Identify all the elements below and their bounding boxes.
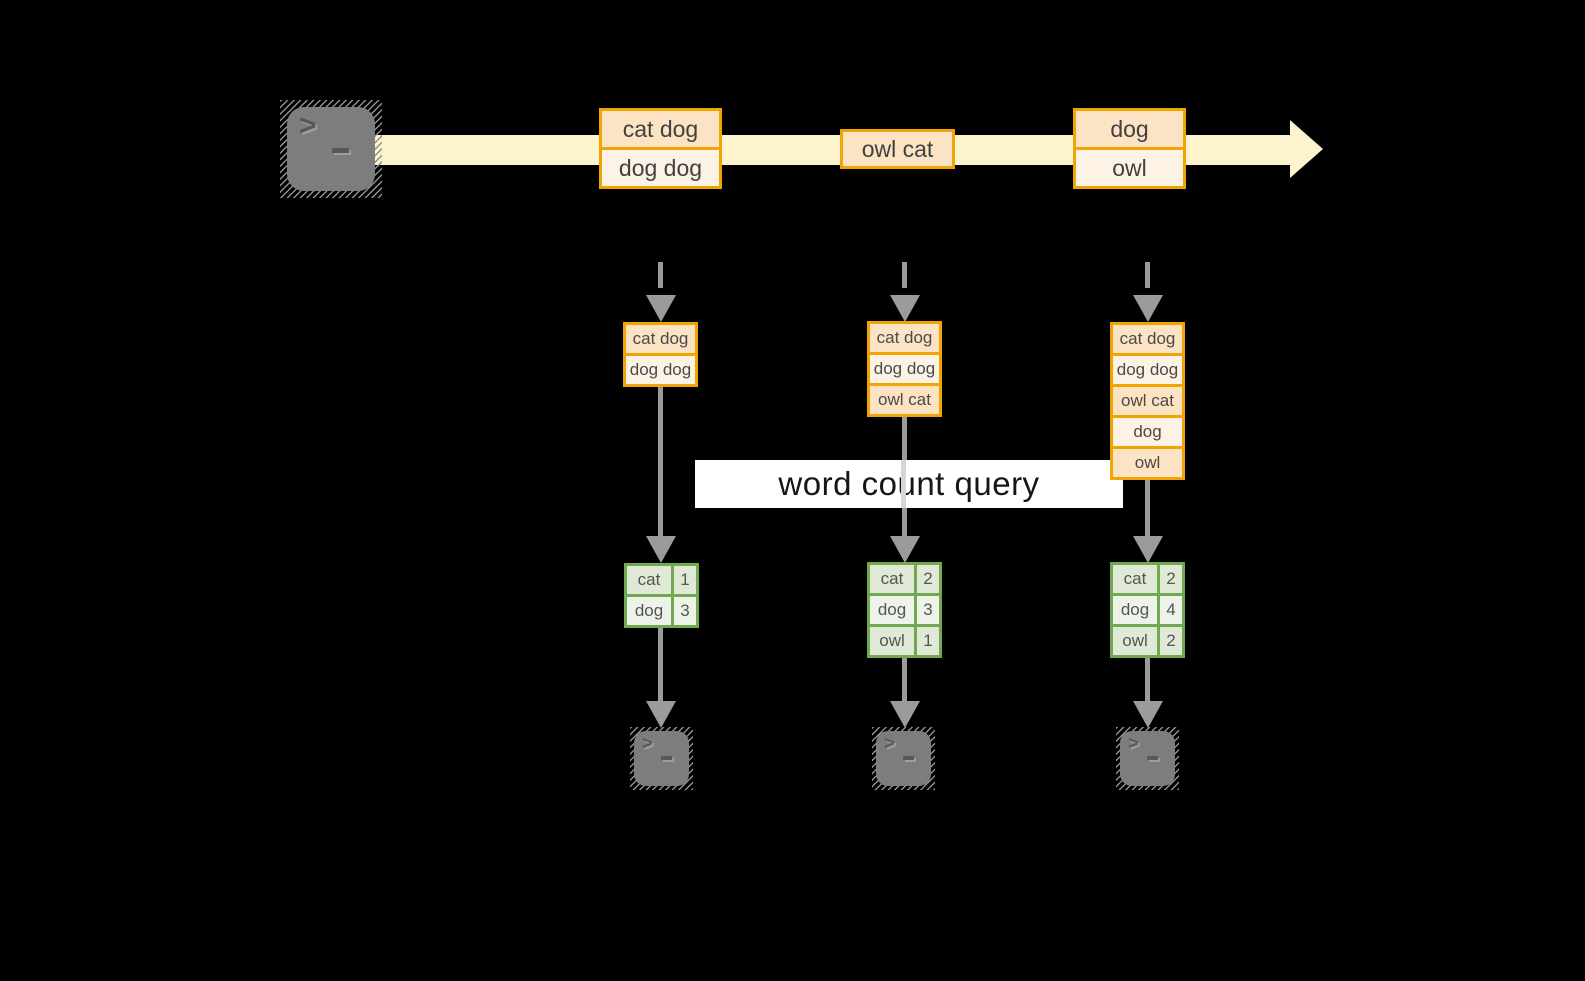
terminal-screen: > — [1120, 731, 1175, 786]
count-cell: 3 — [917, 596, 939, 624]
query-banner-label: word count query — [778, 465, 1040, 502]
event-line: cat dog — [602, 111, 719, 147]
prompt-chevron-icon: > — [299, 109, 317, 142]
prompt-chevron-icon: > — [884, 733, 895, 753]
query-banner: word count query — [695, 460, 1123, 508]
dashed-arrow-segment — [658, 262, 663, 288]
output-terminal-icon-1: > — [630, 727, 693, 790]
count-table-1: cat 1 dog 3 — [624, 563, 699, 628]
count-cell: 2 — [1160, 565, 1182, 593]
prompt-chevron-icon: > — [1128, 733, 1139, 753]
count-table-2: cat 2 dog 3 owl 1 — [867, 562, 942, 658]
buffer-line: owl cat — [1113, 387, 1182, 415]
stream-timeline-arrowhead — [1290, 120, 1323, 178]
event-line: dog dog — [602, 150, 719, 186]
arrowhead-icon — [890, 536, 920, 563]
event-line: owl cat — [843, 132, 952, 166]
dashed-arrow-segment — [902, 262, 907, 288]
word-cell: dog — [1113, 596, 1157, 624]
output-terminal-icon-3: > — [1116, 727, 1179, 790]
prompt-cursor-icon — [1147, 756, 1158, 760]
buffer-line: cat dog — [626, 325, 695, 353]
prompt-cursor-icon — [332, 148, 349, 153]
count-cell: 2 — [917, 565, 939, 593]
connector-line — [658, 628, 663, 701]
count-table-3: cat 2 dog 4 owl 2 — [1110, 562, 1185, 658]
word-cell: cat — [627, 566, 671, 594]
arrowhead-icon — [890, 295, 920, 322]
source-terminal-icon: > — [280, 100, 382, 198]
event-buffer-3: cat dog dog dog owl cat dog owl — [1110, 322, 1185, 480]
word-cell: dog — [627, 597, 671, 625]
buffer-line: cat dog — [1113, 325, 1182, 353]
arrowhead-icon — [646, 701, 676, 728]
prompt-cursor-icon — [661, 756, 672, 760]
buffer-line: owl — [1113, 449, 1182, 477]
buffer-line: owl cat — [870, 386, 939, 414]
buffer-line: cat dog — [870, 324, 939, 352]
count-cell: 3 — [674, 597, 696, 625]
stream-event-box-3: dog owl — [1073, 108, 1186, 189]
event-line: dog — [1076, 111, 1183, 147]
count-cell: 1 — [917, 627, 939, 655]
dashed-arrow-segment — [1145, 262, 1150, 288]
connector-line — [1145, 479, 1150, 536]
word-cell: cat — [870, 565, 914, 593]
terminal-screen: > — [876, 731, 931, 786]
arrowhead-icon — [646, 536, 676, 563]
prompt-cursor-icon — [903, 756, 914, 760]
event-buffer-1: cat dog dog dog — [623, 322, 698, 387]
terminal-screen: > — [634, 731, 689, 786]
connector-line — [1145, 656, 1150, 701]
arrowhead-icon — [890, 701, 920, 728]
connector-line — [902, 657, 907, 701]
count-cell: 2 — [1160, 627, 1182, 655]
stream-event-box-2: owl cat — [840, 129, 955, 169]
connector-line — [658, 386, 663, 536]
output-terminal-icon-2: > — [872, 727, 935, 790]
event-line: owl — [1076, 150, 1183, 186]
prompt-chevron-icon: > — [642, 733, 653, 753]
arrowhead-icon — [1133, 295, 1163, 322]
terminal-screen: > — [287, 107, 375, 191]
buffer-line: dog — [1113, 418, 1182, 446]
count-cell: 4 — [1160, 596, 1182, 624]
word-cell: cat — [1113, 565, 1157, 593]
arrowhead-icon — [1133, 701, 1163, 728]
event-buffer-2: cat dog dog dog owl cat — [867, 321, 942, 417]
stream-event-box-1: cat dog dog dog — [599, 108, 722, 189]
arrowhead-icon — [646, 295, 676, 322]
word-cell: owl — [870, 627, 914, 655]
word-cell: dog — [870, 596, 914, 624]
buffer-line: dog dog — [870, 355, 939, 383]
arrowhead-icon — [1133, 536, 1163, 563]
word-cell: owl — [1113, 627, 1157, 655]
buffer-line: dog dog — [626, 356, 695, 384]
connector-line-overlay — [901, 460, 906, 508]
count-cell: 1 — [674, 566, 696, 594]
buffer-line: dog dog — [1113, 356, 1182, 384]
